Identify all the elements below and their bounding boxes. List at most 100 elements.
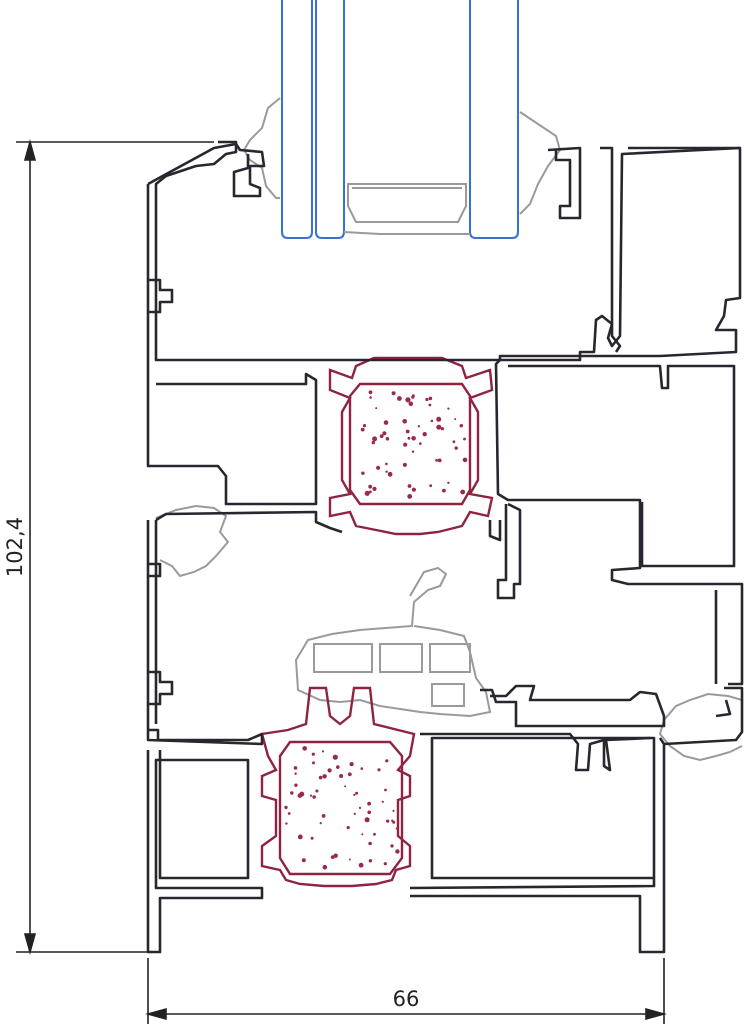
- glazing-bead-left: [147, 142, 266, 198]
- insulation-dot: [372, 486, 377, 491]
- insulation-dot: [436, 424, 442, 430]
- seal-gasket-right: [658, 692, 743, 762]
- insulation-dot: [333, 853, 338, 858]
- insulation-dot: [377, 768, 381, 772]
- insulation-dot: [330, 855, 335, 859]
- insulation-dot: [293, 766, 298, 770]
- insulation-dot: [299, 791, 305, 797]
- frame-right-edge: [663, 590, 744, 746]
- frame-bottom-wall: [409, 736, 666, 954]
- insulation-dot: [360, 767, 364, 770]
- insulation-dot: [361, 471, 365, 475]
- insulation-dot: [294, 772, 297, 775]
- insulation-dot: [375, 407, 378, 410]
- insulation-dot: [353, 793, 356, 797]
- insulation-dot: [385, 470, 388, 473]
- insulation-dot: [454, 446, 458, 450]
- insulation-dot: [322, 774, 327, 779]
- insulation-dot: [373, 832, 376, 836]
- dimension-width: [145, 958, 667, 1024]
- insulation-dot: [428, 396, 433, 401]
- insulation-dot: [369, 396, 372, 399]
- insulation-dot: [364, 490, 370, 496]
- insulation-dot: [385, 759, 389, 763]
- insulation-dot: [391, 391, 396, 396]
- insulation-dot: [294, 783, 298, 787]
- insulation-dot: [385, 437, 390, 441]
- insulation-dot: [361, 833, 364, 836]
- insulation-dot: [429, 484, 433, 488]
- insulation-dot: [368, 841, 372, 846]
- insulation-dot: [411, 487, 416, 492]
- insulation-dot: [358, 862, 364, 868]
- insulation-dot: [402, 419, 408, 424]
- insulation-dot: [364, 817, 370, 823]
- insulation-dot: [312, 761, 315, 765]
- dimension-width-arrow-right: [645, 1007, 667, 1021]
- insulation-dot: [402, 462, 407, 467]
- left-gasket-groove: [148, 278, 174, 706]
- insulation-dot: [358, 806, 362, 810]
- dimension-height-arrow-bottom: [23, 933, 37, 955]
- insulation-dot: [408, 401, 414, 407]
- thermal-break-upper: [328, 356, 494, 536]
- insulation-dot: [315, 789, 319, 793]
- insulation-dot: [319, 822, 322, 825]
- insulation-dot: [376, 465, 381, 470]
- insulation-dot: [411, 436, 416, 441]
- insulation-dot: [460, 489, 466, 495]
- insulation-dot: [405, 397, 411, 403]
- glazing-unit: [281, 0, 519, 239]
- insulation-dot: [436, 416, 442, 422]
- insulation-dot: [310, 836, 314, 840]
- glazing-gasket-right: [519, 111, 562, 215]
- sash-lower-connector: [420, 502, 666, 772]
- insulation-dot: [397, 396, 402, 401]
- insulation-dot: [339, 774, 344, 778]
- dimension-height: [16, 139, 214, 955]
- insulation-dot: [355, 791, 359, 795]
- insulation-dot: [383, 862, 387, 866]
- insulation-dot: [407, 436, 411, 440]
- glass-pane-left: [281, 0, 313, 239]
- insulation-dot: [437, 458, 442, 463]
- insulation-dot: [428, 403, 432, 407]
- central-gasket: [294, 566, 492, 718]
- sash-upper-outer-wall: [154, 140, 744, 686]
- glass-pane-right: [469, 0, 519, 239]
- insulation-dot: [302, 746, 308, 751]
- sash-upper-inner-wall: [146, 184, 318, 506]
- insulation-dot: [387, 471, 393, 477]
- insulation-dot: [392, 809, 395, 812]
- thermal-insulation-dots: [284, 390, 468, 870]
- insulation-dot: [367, 801, 371, 806]
- insulation-dot: [372, 436, 378, 442]
- insulation-dot: [344, 785, 347, 788]
- seal-gasket-left: [155, 504, 230, 578]
- insulation-dot: [368, 390, 373, 395]
- insulation-dot: [309, 794, 313, 797]
- insulation-dot: [379, 434, 384, 438]
- insulation-dot: [440, 427, 444, 431]
- insulation-dot: [349, 762, 354, 767]
- insulation-dot: [311, 752, 315, 756]
- bead-gasket-bottom: [343, 231, 470, 235]
- insulation-dot: [442, 488, 446, 493]
- glazing-bead-right: [547, 146, 740, 353]
- insulation-dot: [462, 457, 468, 463]
- insulation-dot: [332, 754, 338, 760]
- insulation-dot: [405, 429, 410, 434]
- insulation-dot: [385, 462, 388, 466]
- upper-chamber-right: [508, 364, 736, 568]
- insulation-dot: [411, 450, 415, 453]
- insulation-dot: [368, 484, 373, 489]
- insulation-dot: [290, 791, 294, 795]
- insulation-dot: [321, 814, 326, 818]
- insulation-dot: [422, 432, 427, 437]
- insulation-dot: [336, 765, 340, 769]
- insulation-dot: [368, 490, 372, 494]
- insulation-dot: [371, 440, 375, 445]
- insulation-dot: [381, 800, 384, 803]
- frame-middle-chamber: [146, 510, 343, 746]
